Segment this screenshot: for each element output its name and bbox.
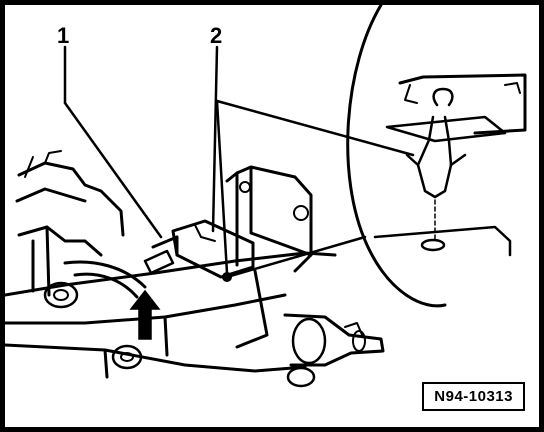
leader-line-2c — [215, 99, 415, 157]
pivot-shaft — [283, 313, 385, 388]
detail-clip — [405, 87, 467, 241]
leader-line-2a — [211, 45, 219, 233]
leader-line-1b — [63, 101, 163, 239]
leader-line-2b — [215, 99, 229, 275]
direction-arrow — [129, 289, 161, 340]
technical-illustration — [5, 5, 527, 388]
detail-panel — [373, 225, 512, 257]
nut-fastener — [222, 272, 232, 282]
leader-line-detail — [225, 235, 367, 279]
detail-bracket — [385, 73, 527, 143]
callout-number-1: 1 — [57, 23, 70, 48]
pedal-arm — [63, 260, 147, 370]
callout-number-2: 2 — [210, 23, 223, 48]
switch-housing — [143, 219, 255, 279]
figure-reference-label: N94-10313 — [422, 382, 525, 411]
left-bracket — [15, 150, 125, 309]
detail-circle-arc — [346, 5, 447, 308]
mounting-bracket — [225, 165, 313, 349]
